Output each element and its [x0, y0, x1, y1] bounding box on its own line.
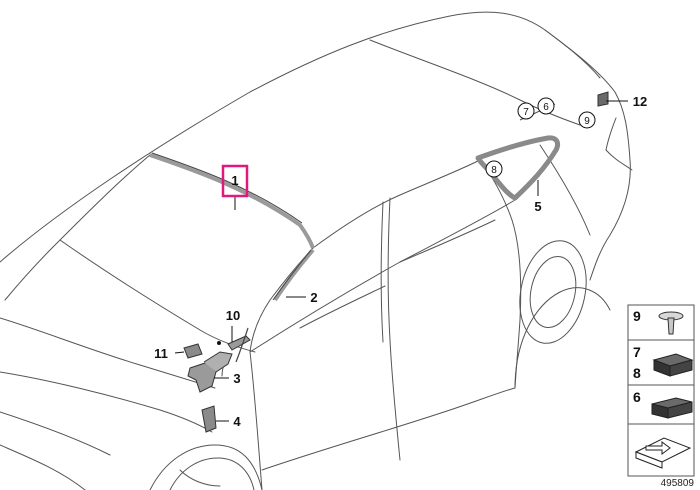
circled-ref-6[interactable] — [537, 97, 555, 115]
callout-10[interactable]: 10 — [226, 308, 240, 323]
legend-label-7: 7 — [633, 344, 641, 360]
bracket-part-4 — [201, 405, 217, 433]
circled-ref-6-label: 6 — [543, 102, 549, 113]
legend-label-8: 8 — [633, 365, 641, 381]
highlight-box — [221, 164, 249, 198]
bracket-part-10 — [227, 335, 251, 351]
legend-label-9: 9 — [633, 308, 641, 324]
circled-refs: 7 6 9 8 — [485, 97, 596, 178]
trim-parts — [149, 91, 609, 433]
circled-ref-9-label: 9 — [584, 116, 590, 127]
leader-lines — [174, 100, 628, 422]
screw-icon[interactable] — [658, 311, 684, 335]
callout-11[interactable]: 11 — [154, 346, 168, 361]
windshield-seal — [149, 153, 315, 249]
callout-2[interactable]: 2 — [310, 290, 317, 305]
a-pillar-trim — [273, 248, 315, 302]
legend-label-6: 6 — [633, 389, 641, 405]
clip-part-11 — [183, 343, 203, 359]
callout-5[interactable]: 5 — [534, 199, 541, 214]
mat-arrow-icon[interactable] — [634, 437, 692, 469]
rear-edge-trim — [597, 91, 609, 107]
foam-block-icon[interactable] — [651, 397, 693, 419]
callout-1[interactable]: 1 — [231, 173, 238, 188]
circled-ref-8[interactable] — [485, 160, 503, 178]
callout-3[interactable]: 3 — [233, 371, 240, 386]
document-number: 495809 — [661, 478, 695, 489]
legend-panel: 9 7 8 6 — [627, 304, 695, 477]
car-outline — [0, 11, 633, 490]
circled-ref-8-label: 8 — [491, 165, 497, 176]
circled-ref-7[interactable] — [517, 102, 535, 120]
circled-ref-9[interactable] — [578, 111, 596, 129]
circled-ref-7-label: 7 — [523, 107, 529, 118]
callout-12[interactable]: 12 — [633, 94, 647, 109]
callout-4[interactable]: 4 — [233, 414, 241, 429]
pad-icon[interactable] — [652, 353, 694, 377]
